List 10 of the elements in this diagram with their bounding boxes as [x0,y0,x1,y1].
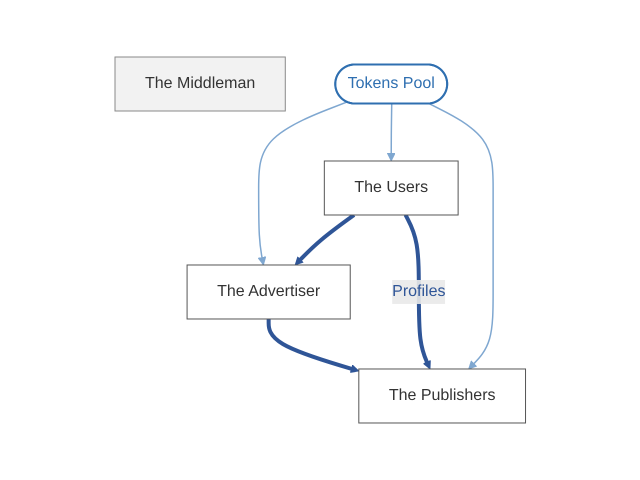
node-box: The Advertiser [186,264,350,320]
node-box: The Publishers [358,368,526,424]
arrow [294,213,355,266]
arrow [429,103,494,370]
edge-label: Profiles [392,282,446,300]
node-box: The Users [324,160,458,216]
arrow [257,101,347,266]
node-box: The Middleman [114,56,286,112]
arrow [266,319,359,373]
arrow [386,104,396,162]
